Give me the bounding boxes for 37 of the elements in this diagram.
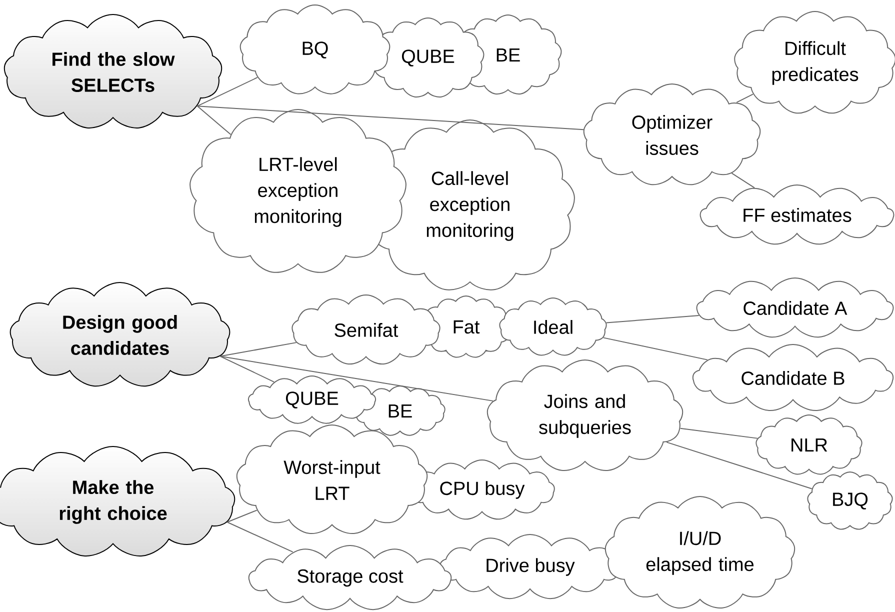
- idea-cloud: Worst-input LRT: [236, 424, 428, 534]
- connector-line: [220, 342, 297, 357]
- connector-line: [220, 356, 274, 382]
- idea-cloud: Candidate A: [696, 278, 894, 338]
- idea-cloud: Drive busy: [440, 534, 620, 600]
- idea-cloud: Joins and subqueries: [486, 360, 684, 471]
- connector-line: [196, 106, 232, 136]
- idea-cloud: BJQ: [807, 472, 893, 530]
- idea-cloud: BQ: [240, 4, 390, 94]
- idea-cloud: LRT-level exception monitoring: [190, 109, 406, 273]
- idea-cloud: Candidate B: [692, 344, 894, 412]
- connector-line: [196, 76, 258, 107]
- idea-cloud: FF estimates: [700, 184, 894, 245]
- idea-cloud: QUBE: [248, 376, 376, 424]
- idea-cloud: Difficult predicates: [734, 11, 895, 114]
- connector-line: [736, 94, 754, 103]
- connector-line: [602, 337, 708, 360]
- idea-cloud: I/U/D elapsed time: [604, 496, 796, 608]
- connector-line: [196, 106, 584, 130]
- node-label: Storage cost: [298, 569, 404, 587]
- connector-line: [606, 315, 700, 324]
- idea-cloud: QUBE: [372, 18, 484, 98]
- topic-cloud: Find the slow SELECTs: [4, 14, 222, 128]
- connector-line: [220, 356, 494, 402]
- connector-line: [731, 172, 756, 188]
- connector-line: [666, 442, 812, 490]
- connector-line: [226, 510, 258, 523]
- node-label: I/U/D elapsed time: [646, 531, 754, 575]
- idea-cloud: Semifat: [292, 294, 440, 365]
- idea-cloud: Ideal: [499, 298, 607, 356]
- topic-cloud: Design good candidates: [10, 282, 230, 387]
- idea-cloud: Optimizer issues: [583, 84, 761, 186]
- connector-line: [680, 428, 758, 439]
- idea-cloud: Storage cost: [248, 545, 452, 610]
- connector-line: [226, 522, 294, 552]
- idea-cloud: NLR: [756, 414, 862, 475]
- topic-cloud: Make the right choice: [0, 446, 236, 556]
